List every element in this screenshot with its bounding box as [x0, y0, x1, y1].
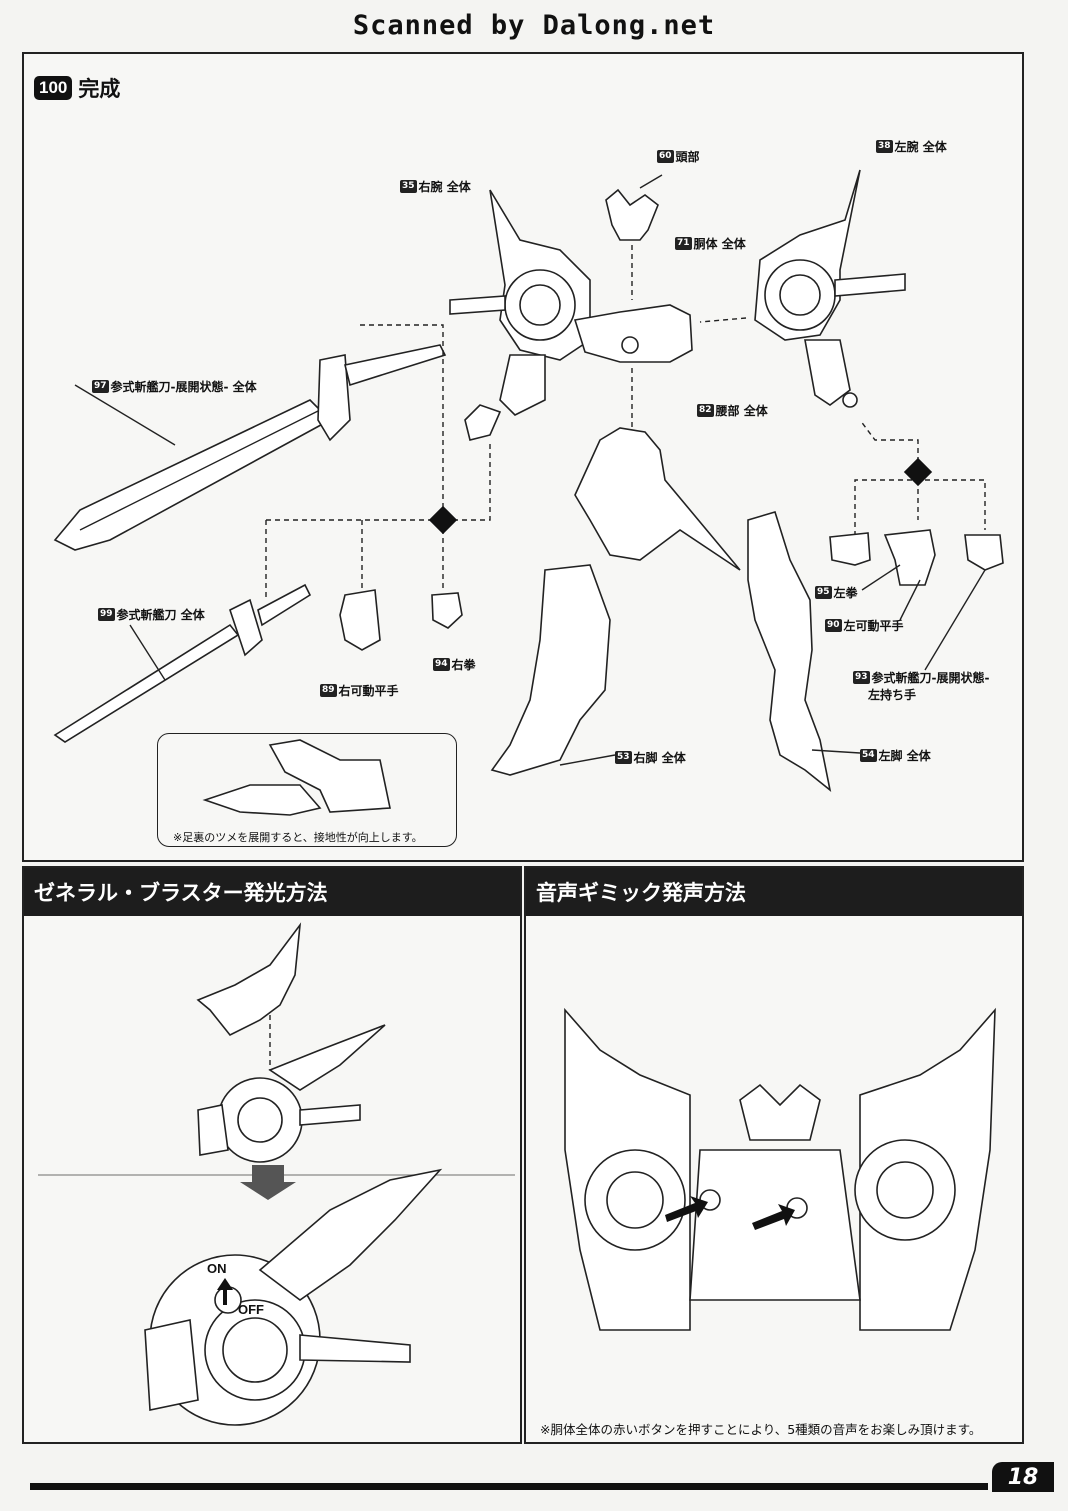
label-text: 右可動平手	[338, 684, 399, 698]
scanned-by-header: Scanned by Dalong.net	[352, 10, 716, 41]
right-open-hand-drawing	[339, 589, 381, 651]
label-text: 胴体 全体	[693, 237, 746, 251]
part-number: 97	[92, 380, 109, 393]
label-text: 左脚 全体	[878, 749, 931, 763]
footer-bar	[30, 1483, 988, 1490]
part-number: 60	[657, 150, 674, 163]
right-fist-drawing	[431, 592, 463, 629]
part-number: 99	[98, 608, 115, 621]
label-text: 左拳	[833, 586, 858, 600]
foot-note-box	[157, 733, 457, 847]
expanded-sword-drawing	[53, 344, 447, 551]
voice-gimmick-panel-title: 音声ギミック発声方法	[526, 868, 1022, 916]
part-number: 93	[853, 671, 870, 684]
step-title: 完成	[78, 77, 121, 101]
voice-note-text: ※胴体全体の赤いボタンを押すことにより、5種類の音声をお楽しみ頂けます。	[540, 1422, 982, 1437]
on-label: ON	[207, 1261, 227, 1276]
part-number: 53	[615, 751, 632, 764]
part-number: 89	[320, 684, 337, 697]
left-fist-drawing	[829, 532, 871, 566]
voice-gimmick-panel: 音声ギミック発声方法	[524, 866, 1024, 1444]
label-text: 右拳	[451, 658, 476, 672]
head-part-drawing	[605, 174, 663, 241]
foot-note-text: ※足裏のツメを展開すると、接地性が向上します。	[173, 831, 423, 844]
label-text: 左可動平手	[843, 619, 904, 633]
right-leg-drawing	[490, 564, 611, 776]
part-number: 54	[860, 749, 877, 762]
left-sword-hand-drawing	[964, 534, 1004, 571]
left-open-hand-drawing	[883, 529, 936, 586]
right-arm-drawing	[449, 189, 591, 441]
part-number: 95	[815, 586, 832, 599]
waist-drawing	[574, 427, 741, 571]
label-text: 左腕 全体	[894, 140, 947, 154]
part-number: 38	[876, 140, 893, 153]
label-text: 頭部	[675, 150, 700, 164]
part-number: 94	[433, 658, 450, 671]
left-arm-drawing	[754, 169, 906, 408]
left-leg-drawing	[747, 511, 832, 792]
label-left-sword-hand-line2: 左持ち手	[868, 688, 917, 702]
label-text: 右脚 全体	[633, 751, 686, 765]
step-number-badge: 100	[34, 76, 73, 100]
blaster-light-panel-title: ゼネラル・ブラスター発光方法	[24, 868, 520, 916]
label-text: 参式斬艦刀-展開状態- 全体	[110, 380, 257, 394]
label-text: 参式斬艦刀-展開状態-	[871, 671, 990, 685]
page-number: 18	[992, 1462, 1054, 1492]
label-text: 腰部 全体	[715, 404, 768, 418]
blaster-light-panel: ゼネラル・ブラスター発光方法	[22, 866, 522, 1444]
step-header: 100 完成	[34, 73, 120, 103]
foot-claw-drawing	[202, 739, 391, 816]
sword-drawing	[53, 583, 312, 743]
label-text: 右腕 全体	[418, 180, 471, 194]
off-label: OFF	[238, 1302, 264, 1317]
part-number: 82	[697, 404, 714, 417]
part-number: 90	[825, 619, 842, 632]
part-number: 71	[675, 237, 692, 250]
label-text: 参式斬艦刀 全体	[116, 608, 205, 622]
torso-drawing	[573, 304, 693, 363]
part-number: 35	[400, 180, 417, 193]
